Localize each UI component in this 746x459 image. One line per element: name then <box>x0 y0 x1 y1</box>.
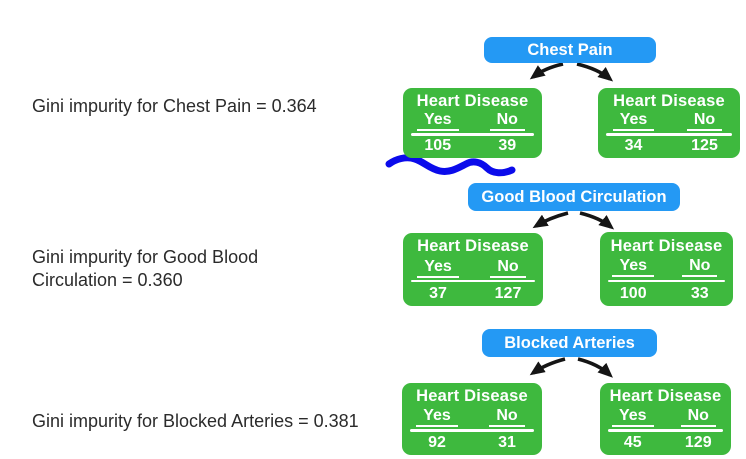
table-header-row: Yes No <box>403 258 543 278</box>
yes-count: 105 <box>424 137 452 155</box>
table-separator <box>608 429 723 432</box>
node-good-blood-circulation: Good Blood Circulation <box>468 183 680 211</box>
table-separator <box>606 133 732 136</box>
yes-header: Yes <box>416 407 458 428</box>
table-blocked-arteries-right: Heart Disease Yes No 45 129 <box>600 383 731 455</box>
arrow-blocked-arteries-right <box>577 357 613 378</box>
yes-header: Yes <box>612 111 655 132</box>
no-header: No <box>686 111 723 132</box>
gini-label-blocked-arteries: Gini impurity for Blocked Arteries = 0.3… <box>32 410 359 433</box>
no-header: No <box>682 257 718 277</box>
table-header-row: Yes No <box>598 111 740 132</box>
yes-count: 45 <box>623 433 642 451</box>
yes-count: 34 <box>624 137 643 155</box>
table-separator <box>608 279 725 282</box>
table-header-row: Yes No <box>402 407 542 428</box>
table-value-row: 92 31 <box>402 434 542 451</box>
gini-label-line: Gini impurity for Blocked Arteries = 0.3… <box>32 411 359 431</box>
table-value-row: 45 129 <box>600 434 731 451</box>
no-header-cell: No <box>669 111 740 132</box>
table-title: Heart Disease <box>610 236 723 255</box>
table-title: Heart Disease <box>417 237 529 256</box>
table-separator <box>411 133 534 136</box>
gini-label-line: Gini impurity for Chest Pain = 0.364 <box>32 96 317 116</box>
yes-header-cell: Yes <box>403 258 473 278</box>
no-header-cell: No <box>667 257 734 277</box>
table-header-row: Yes No <box>600 257 733 277</box>
no-header: No <box>489 407 525 428</box>
yes-header-cell: Yes <box>600 257 667 277</box>
yes-header: Yes <box>612 257 655 277</box>
table-separator <box>411 279 535 283</box>
yes-header: Yes <box>611 407 654 428</box>
table-value-row: 34 125 <box>598 137 740 154</box>
table-header-row: Yes No <box>403 111 543 132</box>
no-header-cell: No <box>473 111 543 132</box>
gini-label-line: Gini impurity for Good Blood <box>32 247 259 267</box>
yes-header-cell: Yes <box>402 407 472 428</box>
table-title: Heart Disease <box>416 91 529 110</box>
arrow-chest-pain-right <box>576 62 614 82</box>
arrow-chest-pain-left <box>529 62 564 80</box>
gini-label-chest-pain: Gini impurity for Chest Pain = 0.364 <box>32 95 317 118</box>
table-value-row: 37 127 <box>403 285 543 302</box>
no-header-cell: No <box>473 258 543 278</box>
no-header: No <box>680 407 716 428</box>
table-value-row: 105 39 <box>403 137 542 154</box>
table-chest-pain-left: Heart Disease Yes No 105 39 <box>403 88 542 158</box>
no-count: 39 <box>498 137 517 155</box>
no-header-cell: No <box>666 407 732 428</box>
yes-header-cell: Yes <box>598 111 669 132</box>
no-count: 33 <box>690 284 709 302</box>
table-value-row: 100 33 <box>600 285 733 302</box>
yes-header: Yes <box>416 111 459 132</box>
yes-count: 100 <box>619 284 647 302</box>
gini-label-good-blood-circulation: Gini impurity for Good Blood Circulation… <box>32 246 258 292</box>
table-header-row: Yes No <box>600 407 732 428</box>
table-separator <box>410 429 534 432</box>
yes-header: Yes <box>417 258 459 278</box>
node-blocked-arteries: Blocked Arteries <box>482 329 657 357</box>
table-blocked-arteries-left: Heart Disease Yes No 92 31 <box>402 383 542 455</box>
no-header-cell: No <box>472 407 542 428</box>
arrow-good-blood-left <box>532 211 569 229</box>
no-count: 127 <box>494 284 522 302</box>
no-count: 125 <box>691 137 718 155</box>
table-chest-pain-right: Heart Disease Yes No 34 125 <box>598 88 740 158</box>
arrow-blocked-arteries-left <box>529 357 566 376</box>
table-title: Heart Disease <box>609 387 722 406</box>
no-count: 129 <box>684 433 712 451</box>
yes-header-cell: Yes <box>600 407 666 428</box>
table-title: Heart Disease <box>416 387 528 406</box>
yes-header-cell: Yes <box>403 111 473 132</box>
table-good-blood-right: Heart Disease Yes No 100 33 <box>600 232 733 306</box>
blue-squiggle-annotation <box>385 154 516 177</box>
no-header: No <box>490 258 526 278</box>
arrow-good-blood-right <box>579 211 615 230</box>
table-good-blood-left: Heart Disease Yes No 37 127 <box>403 233 543 306</box>
yes-count: 37 <box>429 284 447 302</box>
table-title: Heart Disease <box>613 91 725 110</box>
yes-count: 92 <box>428 433 446 451</box>
no-header: No <box>489 111 525 132</box>
no-count: 31 <box>498 433 516 451</box>
gini-label-line: Circulation = 0.360 <box>32 270 183 290</box>
node-chest-pain: Chest Pain <box>484 37 656 63</box>
